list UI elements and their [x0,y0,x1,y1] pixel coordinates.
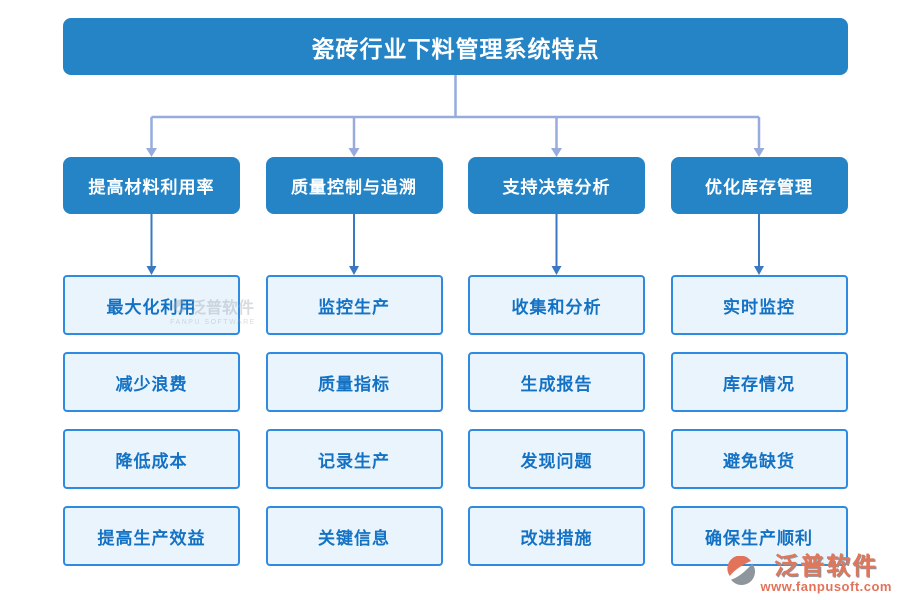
feature-item: 实时监控 [670,275,848,335]
fanpu-logo: 泛普软件 www.fanpusoft.com [726,554,892,594]
diagram-title: 瓷砖行业下料管理系统特点 [63,18,848,75]
feature-item: 监控生产 [265,275,443,335]
feature-column-decision: 支持决策分析 收集和分析 生成报告 发现问题 改进措施 [468,157,645,566]
feature-item: 关键信息 [265,506,443,566]
feature-column-quality: 质量控制与追溯 监控生产 质量指标 记录生产 关键信息 [265,157,443,566]
feature-item: 收集和分析 [468,275,645,335]
logo-url: www.fanpusoft.com [760,579,892,594]
feature-item: 改进措施 [468,506,645,566]
feature-item: 避免缺货 [670,429,848,489]
feature-item: 降低成本 [63,429,240,489]
feature-item: 质量指标 [265,352,443,412]
feature-item: 减少浪费 [63,352,240,412]
column-header: 提高材料利用率 [63,157,240,214]
column-header: 质量控制与追溯 [265,157,443,214]
feature-item: 最大化利用 [63,275,240,335]
feature-item: 生成报告 [468,352,645,412]
column-header: 优化库存管理 [670,157,848,214]
column-header: 支持决策分析 [468,157,645,214]
feature-item: 发现问题 [468,429,645,489]
feature-column-inventory: 优化库存管理 实时监控 库存情况 避免缺货 确保生产顺利 [670,157,848,566]
feature-item: 记录生产 [265,429,443,489]
feature-item: 提高生产效益 [63,506,240,566]
feature-column-material: 提高材料利用率 最大化利用 减少浪费 降低成本 提高生产效益 [63,157,240,566]
feature-item: 确保生产顺利 [670,506,848,566]
fanpu-logo-icon [727,555,756,585]
logo-text: 泛普软件 [774,552,879,580]
feature-item: 库存情况 [670,352,848,412]
